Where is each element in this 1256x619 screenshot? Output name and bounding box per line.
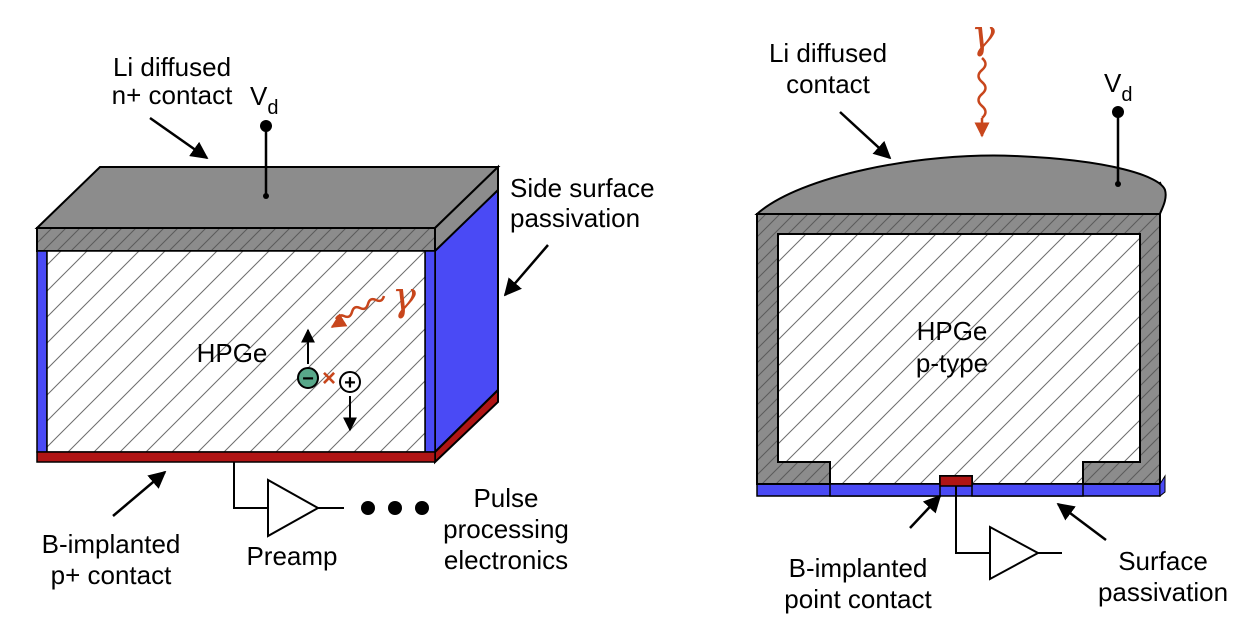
li-contact-label-line1: Li diffused: [769, 38, 887, 68]
electronics-label-line1: Pulse: [473, 483, 538, 513]
p-contact-label-line1: B-implanted: [42, 529, 181, 559]
preamp-triangle: [267, 478, 321, 538]
side-passivation-pointer: [503, 244, 549, 297]
li-contact-dome-top: [754, 154, 1167, 215]
electron-sign: −: [302, 368, 314, 390]
n-contact-label-line2: n+ contact: [112, 80, 233, 110]
p-contact-pointer: [112, 470, 167, 517]
n-contact-front-face: [36, 227, 436, 252]
gamma-wavy-ray-right: [977, 57, 987, 119]
vd-terminal-left: [260, 120, 272, 132]
gamma-symbol-right: γ: [971, 12, 995, 58]
side-passivation-right-sliver: [1159, 474, 1166, 498]
electronics-label-line3: electronics: [444, 545, 568, 575]
n-contact-pointer: [149, 116, 209, 160]
vd-contact-dot-left: [263, 193, 269, 199]
electronics-label-line2: processing: [443, 514, 569, 544]
voltage-label-right: Vd: [1104, 68, 1132, 106]
ellipsis-dot-3: [415, 501, 429, 515]
preamp-input-wire: [233, 462, 268, 509]
b-implanted-point-contact: [939, 475, 973, 487]
front-passivation-left: [36, 250, 48, 453]
surface-passivation-label-line2: passivation: [1098, 577, 1228, 607]
point-contact-readout-wire: [955, 486, 990, 554]
vd-contact-dot-right: [1115, 181, 1121, 187]
gamma-arrow-left: [330, 313, 348, 329]
voltage-label-left: Vd: [250, 81, 278, 119]
p-contact-bottom: [36, 451, 436, 463]
surface-passivation-label-line1: Surface: [1118, 546, 1208, 576]
front-passivation-right: [424, 250, 436, 453]
ellipsis-dot-2: [388, 501, 402, 515]
preamp-label: Preamp: [246, 541, 337, 571]
n-contact-label-line1: Li diffused: [113, 52, 231, 82]
li-contact-pointer: [839, 111, 892, 160]
hole-symbol: [339, 371, 361, 393]
point-contact-pointer: [909, 494, 942, 529]
hpge-crystal-planar: [46, 250, 426, 453]
planar-detector-diagram: Vd Li diffused n+ contact Side surface p…: [34, 52, 655, 590]
vd-terminal-right: [1112, 106, 1124, 118]
side-passivation-label-line1: Side surface: [510, 173, 655, 203]
point-contact-detector-diagram: Li diffused contact γ Vd HPGe p-type B-i…: [754, 12, 1228, 614]
li-contact-label-line2: contact: [786, 69, 871, 99]
side-passivation-label-line2: passivation: [510, 203, 640, 233]
electron-symbol: [297, 367, 319, 389]
preamp-triangle-right: [989, 525, 1041, 581]
surface-passivation-inner-right: [971, 483, 1084, 497]
surface-passivation-inner-left: [829, 483, 941, 497]
hole-sign: +: [344, 372, 356, 394]
interaction-mark: ×: [322, 365, 336, 392]
crystal-label-left: HPGe: [197, 338, 268, 368]
point-contact-label-line1: B-implanted: [789, 553, 928, 583]
surface-passivation-pointer: [1056, 502, 1107, 541]
crystal-label-right-line2: p-type: [916, 348, 988, 378]
point-contact-label-line2: point contact: [784, 584, 932, 614]
ellipsis-dot-1: [361, 501, 375, 515]
crystal-label-right-line1: HPGe: [917, 316, 988, 346]
gamma-symbol-left: γ: [392, 274, 416, 320]
p-contact-label-line2: p+ contact: [51, 560, 172, 590]
